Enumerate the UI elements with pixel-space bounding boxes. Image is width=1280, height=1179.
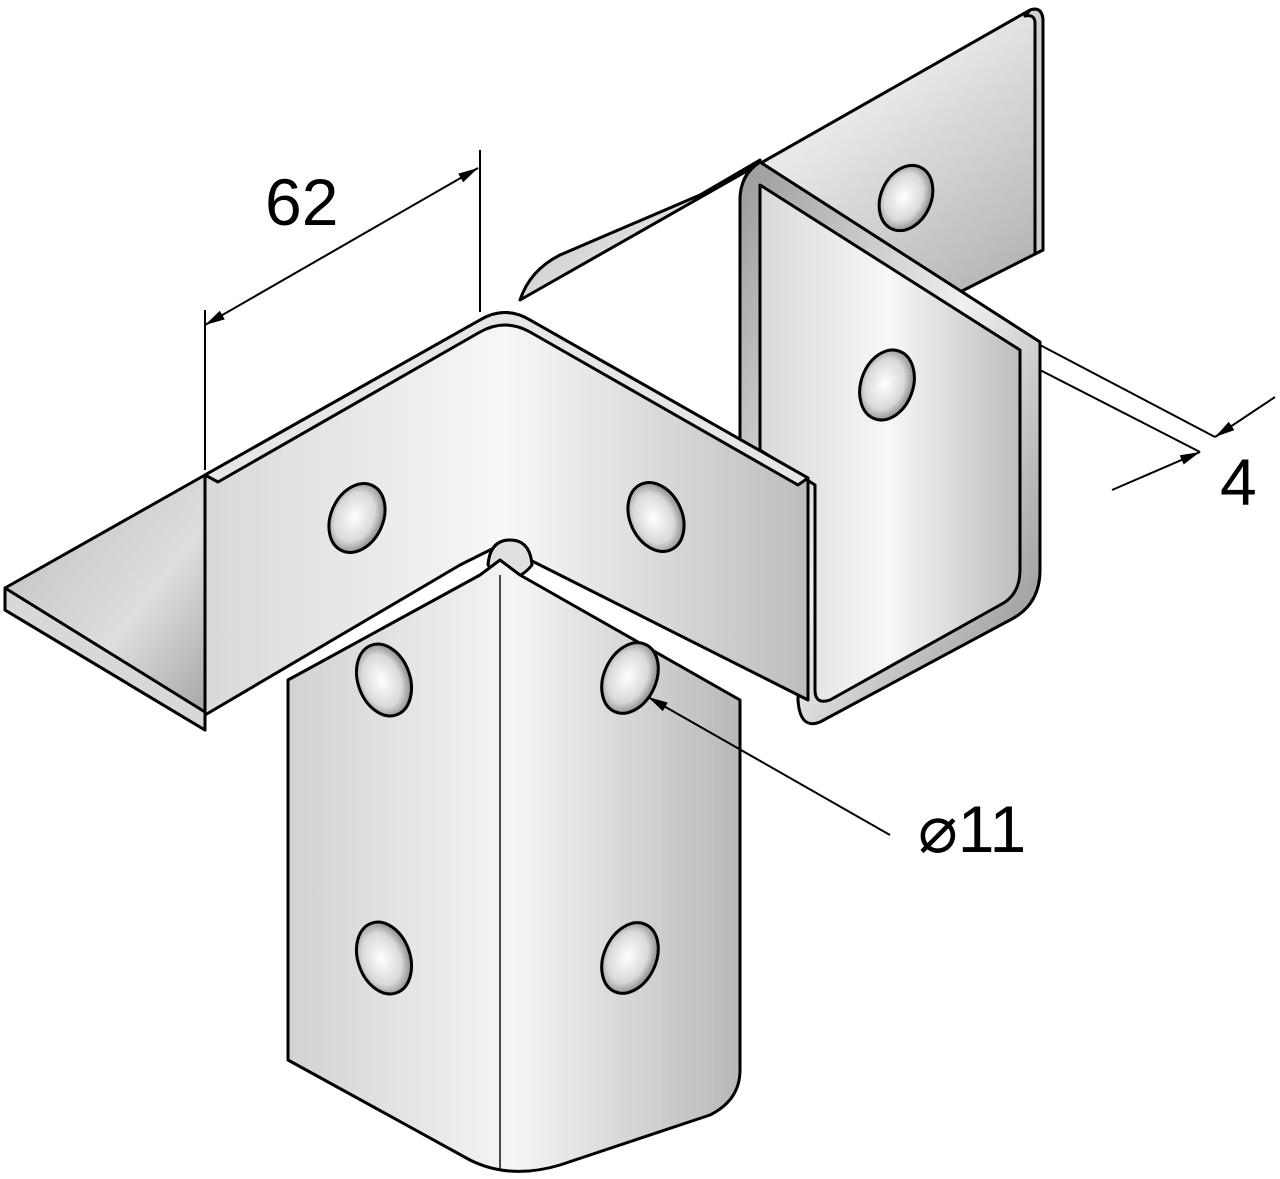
dimension-width-label: 62 xyxy=(265,165,338,239)
front-roof xyxy=(203,311,810,717)
dimension-width: 62 xyxy=(204,150,481,470)
stem xyxy=(286,558,742,1173)
u-channel xyxy=(738,160,1042,726)
dimension-hole: ⌀11 xyxy=(647,696,1026,866)
dimension-thickness: 4 xyxy=(1039,344,1276,519)
left-flange xyxy=(3,473,207,732)
dimension-thickness-label: 4 xyxy=(1220,445,1257,519)
dimension-hole-label: ⌀11 xyxy=(918,792,1026,866)
